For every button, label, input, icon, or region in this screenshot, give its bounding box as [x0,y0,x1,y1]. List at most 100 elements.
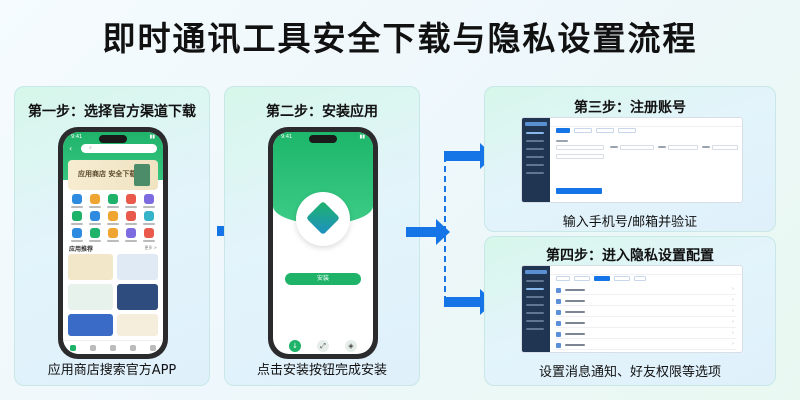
privacy-row[interactable]: › [556,286,736,295]
app-icon[interactable] [104,228,122,242]
sidebar-item[interactable] [526,320,544,322]
install-button[interactable]: 安装 [285,273,361,285]
sidebar-item[interactable] [526,288,544,290]
app-icon[interactable] [68,194,86,208]
web-tab[interactable] [574,276,590,281]
privacy-row[interactable]: › [556,297,736,306]
app-icon[interactable] [122,211,140,225]
flow-branch-line [444,156,446,302]
store-search-input[interactable]: ⌕ [81,144,157,153]
eye-icon [556,321,561,326]
store-tab-bar [63,340,163,354]
app-icon[interactable] [86,211,104,225]
web-tab[interactable] [634,276,646,281]
phone-install: 9:41▮▮ 安装 ↓ ⤢ ◈ [268,127,378,359]
app-icon[interactable] [86,228,104,242]
email-field[interactable] [556,154,604,159]
phone-field[interactable] [556,145,604,150]
app-icon[interactable] [104,194,122,208]
store-tile[interactable] [117,284,158,310]
apps-tab-icon[interactable] [90,344,96,351]
app-logo [296,192,350,246]
sidebar-item[interactable] [526,312,544,314]
book-icon [134,164,150,186]
store-tile[interactable] [68,284,113,310]
store-tile[interactable] [68,314,113,336]
web-logo [525,270,547,274]
web-tab[interactable] [618,128,636,133]
sidebar-item[interactable] [526,132,544,134]
sidebar-item[interactable] [526,304,544,306]
app-icon[interactable] [86,194,104,208]
app-icon[interactable] [122,228,140,242]
step-1-caption: 应用商店搜索官方APP [47,363,177,378]
type-select[interactable] [712,145,738,150]
privacy-row[interactable]: › [556,308,736,317]
web-tab[interactable] [556,276,570,281]
privacy-row[interactable]: › [556,330,736,339]
store-tile[interactable] [117,314,158,336]
store-section-label: 应用推荐 [69,246,94,253]
bell-icon [556,288,561,293]
flow-arrow-2 [406,219,450,245]
app-icon-grid [68,194,158,242]
step-3-caption: 输入手机号/邮箱并验证 [562,215,698,230]
back-icon[interactable]: ‹ [69,144,73,153]
web-tab[interactable] [556,128,570,133]
step-1-title: 第一步：选择官方渠道下载 [28,104,196,120]
privacy-row[interactable]: › [556,341,736,350]
home-tab-icon[interactable] [70,344,76,351]
app-icon[interactable] [68,211,86,225]
app-icon[interactable] [104,211,122,225]
step-3-title: 第三步：注册账号 [574,100,686,116]
step-2-caption: 点击安装按钮完成安装 [256,363,387,378]
chevron-right-icon: › [732,286,734,292]
user-icon [556,299,561,304]
app-icon[interactable] [68,228,86,242]
store-tile[interactable] [68,254,113,280]
expand-icon[interactable]: ⤢ [317,340,329,352]
sidebar-item[interactable] [526,148,544,150]
step-1-card: 第一步：选择官方渠道下载 9:41▮▮ ‹ ⌕ 应用商店 安全下载 应用推荐 更… [14,86,210,386]
app-icon[interactable] [140,228,158,242]
step-4-title: 第四步：进入隐私设置配置 [546,248,714,264]
store-tile[interactable] [117,254,158,280]
app-icon[interactable] [122,194,140,208]
rank-tab-icon[interactable] [130,344,136,351]
store-banner[interactable]: 应用商店 安全下载 [68,160,158,190]
sidebar-item[interactable] [526,328,544,330]
profile-tab-icon[interactable] [150,344,156,351]
step-4-card: 第四步：进入隐私设置配置 › › › › › › 设置消息通知、好友权限等选项 [484,236,776,386]
step-4-caption: 设置消息通知、好友权限等选项 [538,365,721,380]
chevron-right-icon: › [732,319,734,325]
web-tab[interactable] [614,276,630,281]
web-tab[interactable] [574,128,592,133]
web-tab[interactable] [596,128,614,133]
verify-button[interactable] [556,188,602,194]
store-more-link[interactable]: 更多 > [144,245,157,250]
status-time: 9:41 [281,134,293,140]
code-field[interactable] [620,145,654,150]
register-web-screen [521,117,743,203]
banner-text: 应用商店 安全下载 [78,170,137,178]
chevron-right-icon: › [732,308,734,314]
web-tab[interactable] [594,276,610,281]
gear-icon [556,343,561,348]
download-icon[interactable]: ↓ [289,340,301,352]
sidebar-item[interactable] [526,172,544,174]
sidebar-item[interactable] [526,140,544,142]
phone-app-store: 9:41▮▮ ‹ ⌕ 应用商店 安全下载 应用推荐 更多 > [58,127,168,359]
shield-icon[interactable]: ◈ [345,340,357,352]
region-select[interactable] [668,145,698,150]
privacy-row[interactable]: › [556,319,736,328]
app-icon[interactable] [140,194,158,208]
status-time: 9:41 [71,134,83,140]
page-title: 即时通讯工具安全下载与隐私设置流程 [102,19,698,58]
sidebar-item[interactable] [526,164,544,166]
games-tab-icon[interactable] [110,344,116,351]
step-3-card: 第三步：注册账号 输入手机号/邮箱并验证 [484,86,776,232]
app-icon[interactable] [140,211,158,225]
sidebar-item[interactable] [526,280,544,282]
sidebar-item[interactable] [526,296,544,298]
sidebar-item[interactable] [526,156,544,158]
